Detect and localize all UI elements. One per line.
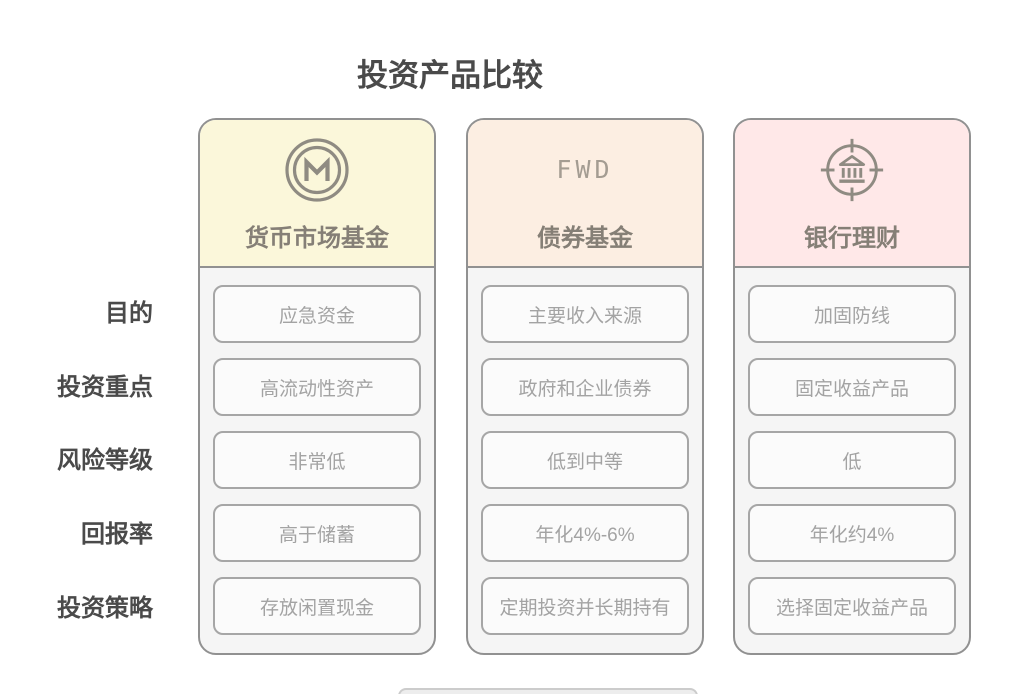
- bank-target-icon: [816, 134, 888, 206]
- cell-strategy: 存放闲置现金: [213, 577, 421, 635]
- cell-risk-level: 低: [748, 431, 956, 489]
- cell-purpose: 应急资金: [213, 285, 421, 343]
- column-bank-wealth: 银行理财 加固防线 固定收益产品 低 年化约4% 选择固定收益产品: [733, 118, 971, 655]
- cell-risk-level: 非常低: [213, 431, 421, 489]
- cell-return-rate: 年化约4%: [748, 504, 956, 562]
- column-bond-fund: FWD 债券基金 主要收入来源 政府和企业债券 低到中等 年化4%-6% 定期投…: [466, 118, 704, 655]
- row-label-return-rate: 回报率: [81, 521, 153, 548]
- column-header-money-market: 货币市场基金: [200, 120, 434, 268]
- column-title: 银行理财: [804, 224, 900, 252]
- column-body: 加固防线 固定收益产品 低 年化约4% 选择固定收益产品: [735, 268, 969, 648]
- cell-purpose: 加固防线: [748, 285, 956, 343]
- cell-strategy: 定期投资并长期持有: [481, 577, 689, 635]
- row-label-risk-level: 风险等级: [57, 447, 153, 474]
- column-header-bank: 银行理财: [735, 120, 969, 268]
- column-body: 应急资金 高流动性资产 非常低 高于储蓄 存放闲置现金: [200, 268, 434, 648]
- cell-investment-focus: 高流动性资产: [213, 358, 421, 416]
- row-label-purpose: 目的: [105, 300, 153, 327]
- cell-strategy: 选择固定收益产品: [748, 577, 956, 635]
- cell-return-rate: 高于储蓄: [213, 504, 421, 562]
- column-title: 债券基金: [537, 224, 633, 252]
- cutoff-partial-node: [398, 688, 698, 694]
- cell-investment-focus: 固定收益产品: [748, 358, 956, 416]
- row-label-strategy: 投资策略: [57, 595, 153, 622]
- cell-investment-focus: 政府和企业债券: [481, 358, 689, 416]
- monero-m-circle-icon: [284, 134, 350, 206]
- column-body: 主要收入来源 政府和企业债券 低到中等 年化4%-6% 定期投资并长期持有: [468, 268, 702, 648]
- cell-risk-level: 低到中等: [481, 431, 689, 489]
- page-title: 投资产品比较: [357, 58, 543, 93]
- row-label-investment-focus: 投资重点: [57, 374, 153, 401]
- column-header-bond-fund: FWD 债券基金: [468, 120, 702, 268]
- column-money-market-fund: 货币市场基金 应急资金 高流动性资产 非常低 高于储蓄 存放闲置现金: [198, 118, 436, 655]
- fwd-logo-text: FWD: [556, 155, 614, 184]
- cell-return-rate: 年化4%-6%: [481, 504, 689, 562]
- column-title: 货币市场基金: [245, 224, 389, 252]
- cell-purpose: 主要收入来源: [481, 285, 689, 343]
